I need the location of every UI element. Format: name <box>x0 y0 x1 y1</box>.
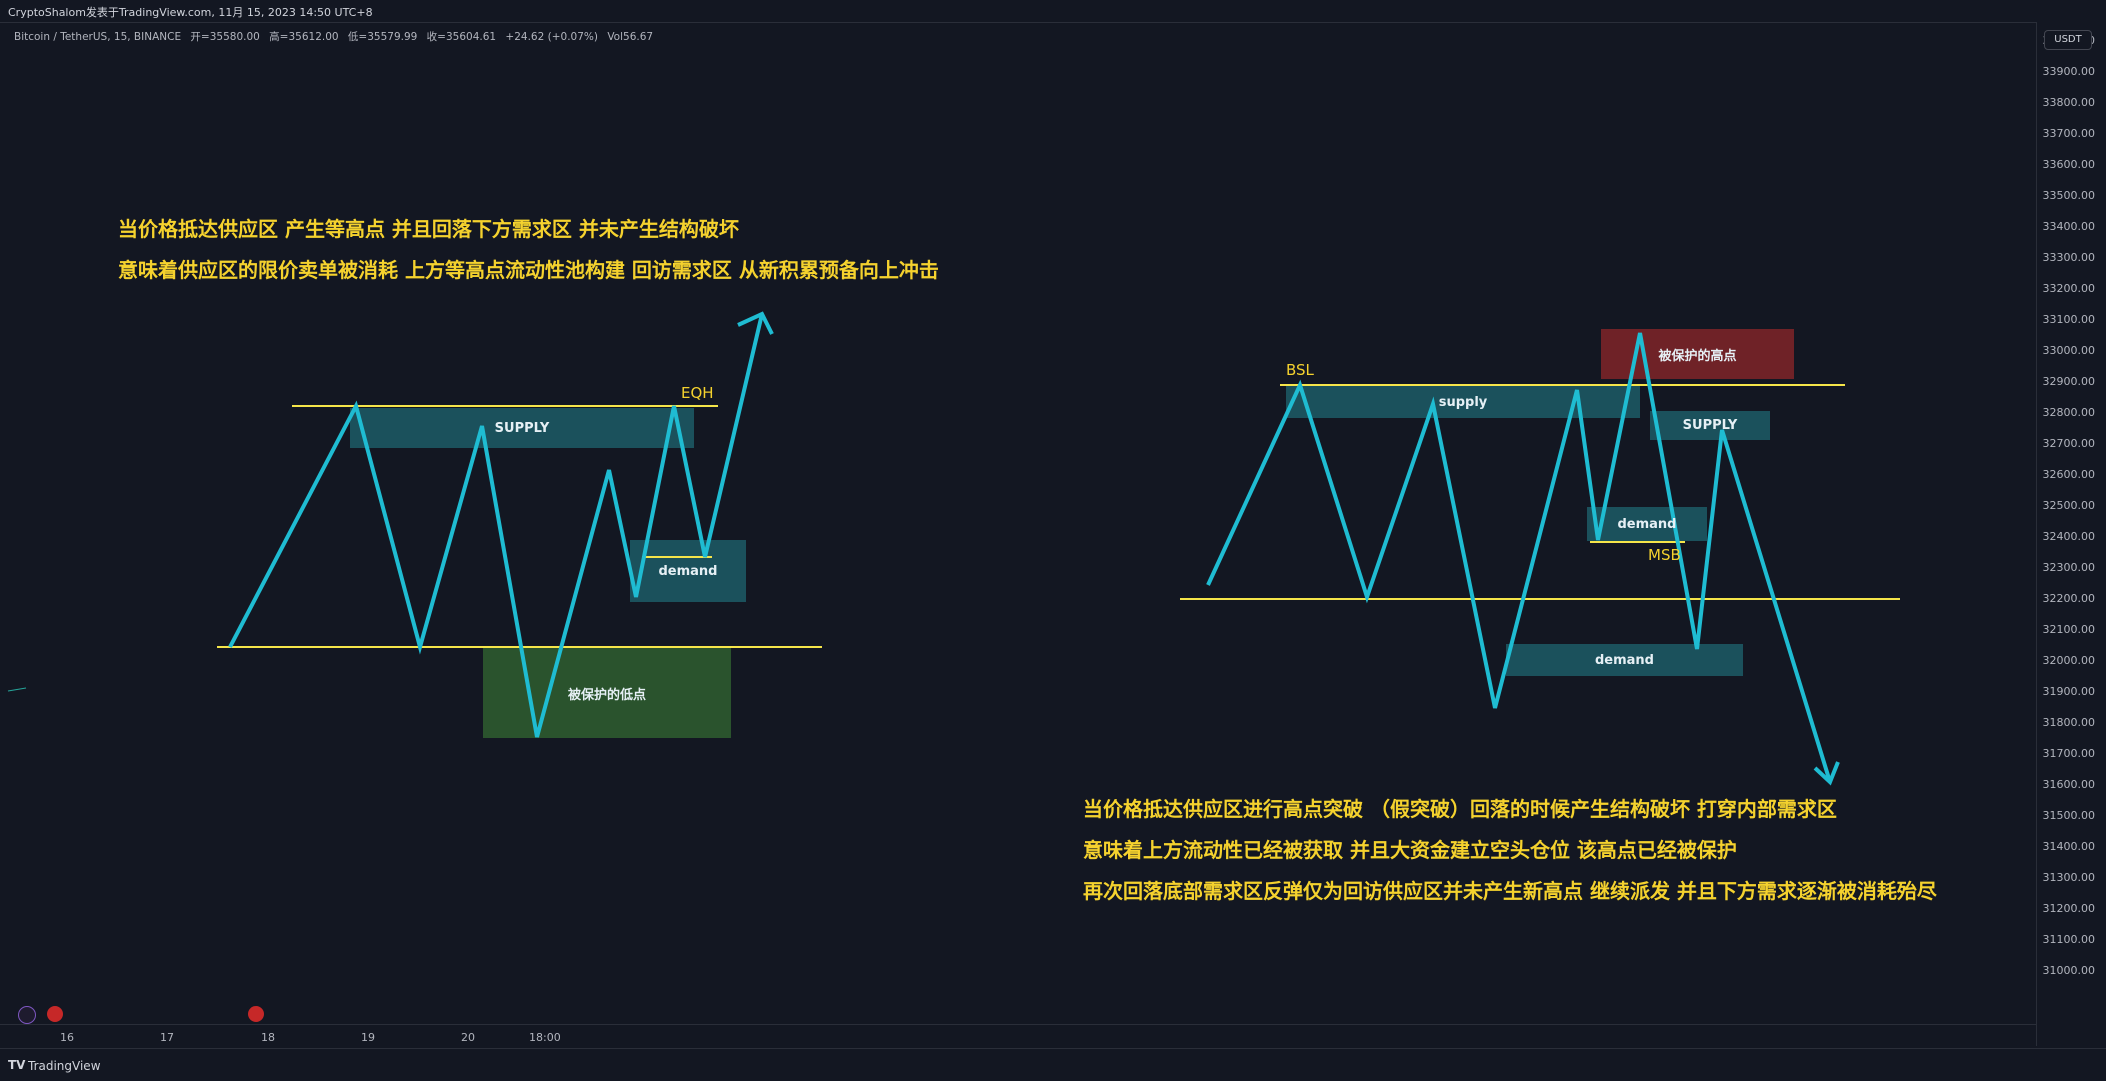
low-value: 低=35579.99 <box>347 31 418 43</box>
price-tick: 32200.00 <box>2042 592 2096 605</box>
price-tick: 31800.00 <box>2042 716 2096 729</box>
price-tick: 32000.00 <box>2042 654 2096 667</box>
time-label: 18:00 <box>529 1031 561 1044</box>
left-protected-low-label: 被保护的低点 <box>567 687 646 703</box>
price-tick: 32600.00 <box>2042 468 2096 481</box>
left-supply-zone <box>350 408 694 448</box>
left-demand-label: demand <box>658 563 718 579</box>
chart-canvas[interactable] <box>0 22 2036 1046</box>
right-protected-high-label: 被保护的高点 <box>1658 348 1737 364</box>
close-value: 收=35604.61 <box>426 31 497 43</box>
price-tick: 33000.00 <box>2042 344 2096 357</box>
time-label: 17 <box>160 1031 174 1044</box>
price-tick: 31600.00 <box>2042 778 2096 791</box>
right-bsl-label: BSL <box>1286 361 1314 379</box>
price-tick: 32500.00 <box>2042 499 2096 512</box>
right-msb-label: MSB <box>1648 546 1681 564</box>
price-tick: 33500.00 <box>2042 189 2096 202</box>
right-note-line2: 意味着上方流动性已经被获取 并且大资金建立空头仓位 该高点已经被保护 <box>1083 838 1737 862</box>
left-note-line2: 意味着供应区的限价卖单被消耗 上方等高点流动性池构建 回访需求区 从新积累预备向… <box>118 258 939 282</box>
symbol-legend[interactable]: Bitcoin / TetherUS, 15, BINANCE 开=35580.… <box>14 29 659 44</box>
price-tick: 32300.00 <box>2042 561 2096 574</box>
price-tick: 31700.00 <box>2042 747 2096 760</box>
footer-bar: TV TradingView <box>0 1048 2106 1081</box>
left-price-path <box>228 313 764 738</box>
right-note-line1: 当价格抵达供应区进行高点突破 （假突破）回落的时候产生结构破坏 打穿内部需求区 <box>1083 797 1837 821</box>
price-tick: 33300.00 <box>2042 251 2096 264</box>
change-value: +24.62 (+0.07%) <box>505 31 598 43</box>
price-tick: 31300.00 <box>2042 871 2096 884</box>
tradingview-logo-icon[interactable]: TV <box>8 1058 26 1072</box>
price-tick: 33200.00 <box>2042 282 2096 295</box>
time-axis[interactable]: 16 17 18 19 20 18:00 <box>0 1024 2036 1049</box>
price-tick: 33800.00 <box>2042 96 2096 109</box>
currency-button[interactable]: USDT <box>2044 30 2092 50</box>
right-demand-bottom-label: demand <box>1594 652 1654 668</box>
high-value: 高=35612.00 <box>269 31 339 43</box>
right-supply-lower-label: supply <box>1438 394 1488 410</box>
publish-info: CryptoShalom发表于TradingView.com, 11月 15, … <box>8 6 373 19</box>
price-scale[interactable]: 34000.0033900.0033800.0033700.0033600.00… <box>2036 22 2106 1046</box>
price-tick: 32700.00 <box>2042 437 2096 450</box>
right-demand-zone-inner <box>1587 507 1707 541</box>
time-label: 20 <box>461 1031 475 1044</box>
time-label: 19 <box>361 1031 375 1044</box>
price-tick: 32400.00 <box>2042 530 2096 543</box>
right-supply-upper-label: SUPPLY <box>1682 418 1738 433</box>
price-tick: 33400.00 <box>2042 220 2096 233</box>
price-tick: 33600.00 <box>2042 158 2096 171</box>
left-arrow-head <box>737 311 774 335</box>
right-arrow-head <box>1813 761 1840 786</box>
price-tick: 32900.00 <box>2042 375 2096 388</box>
left-demand-zone <box>630 540 746 602</box>
right-demand-inner-label: demand <box>1617 516 1677 532</box>
top-bar: CryptoShalom发表于TradingView.com, 11月 15, … <box>0 0 2106 23</box>
open-value: 开=35580.00 <box>190 31 260 43</box>
price-tick: 31900.00 <box>2042 685 2096 698</box>
time-label: 18 <box>261 1031 275 1044</box>
price-tick: 31400.00 <box>2042 840 2096 853</box>
price-tick: 33900.00 <box>2042 65 2096 78</box>
price-tick: 31000.00 <box>2042 964 2096 977</box>
price-tick: 33100.00 <box>2042 313 2096 326</box>
flag-icon[interactable] <box>248 1006 264 1022</box>
price-tick: 31200.00 <box>2042 902 2096 915</box>
price-marker <box>7 687 27 692</box>
left-note-line1: 当价格抵达供应区 产生等高点 并且回落下方需求区 并未产生结构破坏 <box>118 217 739 241</box>
symbol-name[interactable]: Bitcoin / TetherUS, 15, BINANCE <box>14 31 182 43</box>
right-demand-zone-bottom <box>1506 644 1743 676</box>
price-tick: 33700.00 <box>2042 127 2096 140</box>
right-price-path <box>1206 332 1832 783</box>
flag-icon[interactable] <box>47 1006 63 1022</box>
right-note-line3: 再次回落底部需求区反弹仅为回访供应区并未产生新高点 继续派发 并且下方需求逐渐被… <box>1083 879 1937 903</box>
price-tick: 32100.00 <box>2042 623 2096 636</box>
price-tick: 32800.00 <box>2042 406 2096 419</box>
time-label: 16 <box>60 1031 74 1044</box>
volume-value: Vol56.67 <box>607 31 654 43</box>
price-tick: 31100.00 <box>2042 933 2096 946</box>
left-supply-label: SUPPLY <box>494 420 550 436</box>
price-tick: 31500.00 <box>2042 809 2096 822</box>
right-supply-zone-upper <box>1650 411 1770 440</box>
tradingview-brand[interactable]: TradingView <box>28 1059 101 1073</box>
left-eqh-label: EQH <box>681 384 714 402</box>
lightning-icon[interactable] <box>18 1006 36 1024</box>
